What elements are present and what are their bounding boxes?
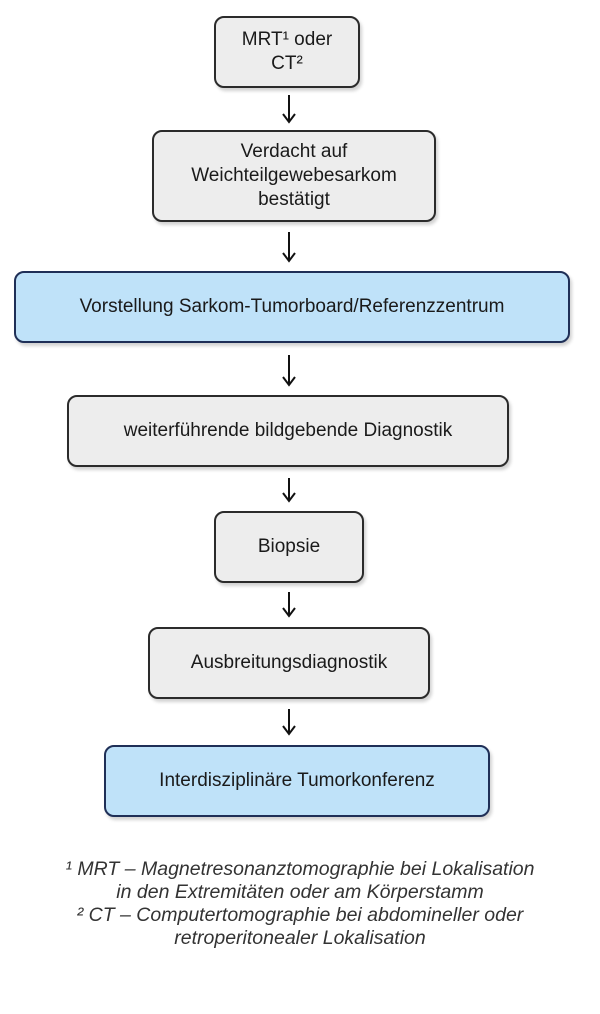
footnote-line: retroperitonealer Lokalisation <box>174 927 426 949</box>
step-staging: Ausbreitungsdiagnostik <box>148 627 430 699</box>
step-label: Vorstellung Sarkom-Tumorboard/Referenzze… <box>79 296 505 317</box>
step-mrt-ct: MRT¹ oder CT² <box>214 16 360 88</box>
step-label: Verdacht auf Weichteilgewebesarkom bestä… <box>191 141 397 210</box>
footnote-line: in den Extremitäten oder am Körperstamm <box>116 881 484 903</box>
step-tumor-conference: Interdisziplinäre Tumorkonferenz <box>104 745 490 817</box>
step-label: Ausbreitungsdiagnostik <box>190 652 388 673</box>
arrow-down-icon <box>282 592 296 618</box>
footnotes: ¹ MRT – Magnetresonanztomographie bei Lo… <box>0 858 600 950</box>
arrow-down-icon <box>282 232 296 263</box>
arrow-down-icon <box>282 95 296 124</box>
arrow-down-icon <box>282 478 296 503</box>
step-label: Interdisziplinäre Tumorkonferenz <box>159 770 435 791</box>
step-label: MRT¹ oder CT² <box>241 29 333 74</box>
step-suspicion-confirmed: Verdacht auf Weichteilgewebesarkom bestä… <box>152 130 436 222</box>
step-tumorboard-referral: Vorstellung Sarkom-Tumorboard/Referenzze… <box>14 271 570 343</box>
step-further-imaging: weiterführende bildgebende Diagnostik <box>67 395 509 467</box>
step-biopsy: Biopsie <box>214 511 364 583</box>
step-label: weiterführende bildgebende Diagnostik <box>123 420 453 441</box>
arrow-down-icon <box>282 355 296 387</box>
step-label: Biopsie <box>257 536 321 557</box>
footnote-line: ¹ MRT – Magnetresonanztomographie bei Lo… <box>65 858 535 880</box>
footnote-line: ² CT – Computertomographie bei abdominel… <box>76 904 524 926</box>
arrow-down-icon <box>282 709 296 736</box>
